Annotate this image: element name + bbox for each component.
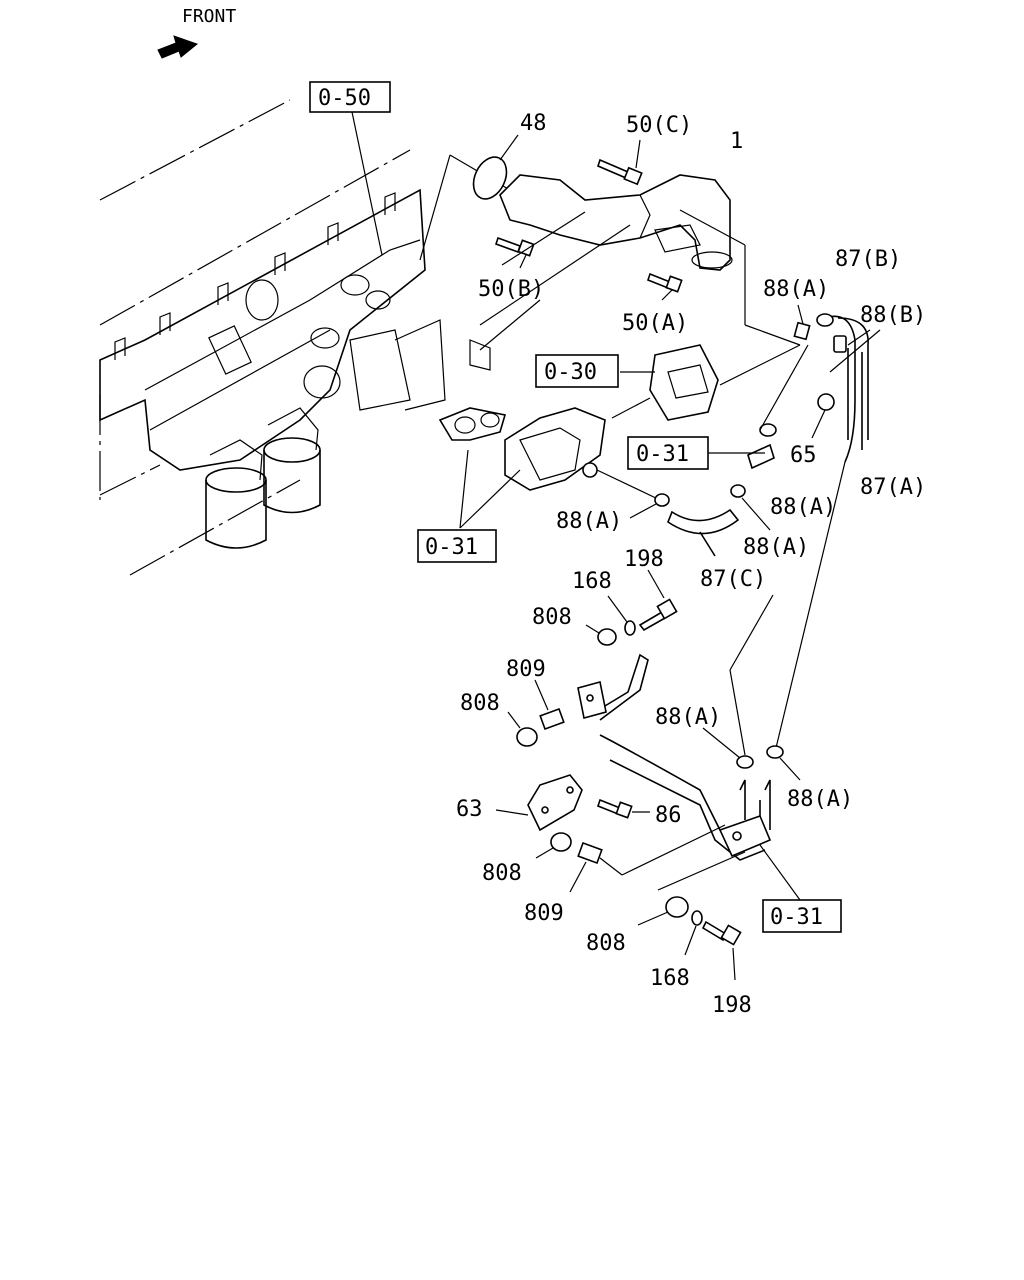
ref-box-030[interactable]: 0-30: [535, 354, 619, 388]
callout-1[interactable]: 1: [730, 129, 743, 154]
ref-box-031-left[interactable]: 0-31: [417, 529, 497, 563]
ref-box-050[interactable]: 0-50: [309, 81, 391, 113]
callout-88a-2[interactable]: 88(A): [770, 495, 836, 520]
bolt-86: [597, 798, 650, 819]
tube-assembly: [577, 653, 772, 861]
callout-808-2[interactable]: 808: [460, 691, 500, 716]
callout-50a[interactable]: 50(A): [622, 311, 688, 336]
part-1-pipe: [499, 174, 733, 271]
clamp-88a-1: [793, 304, 811, 341]
leaders-pipe: [469, 209, 801, 386]
ref-box-031-mid[interactable]: 0-31: [627, 436, 765, 470]
bolt-50b: [494, 236, 535, 269]
callout-168-top[interactable]: 168: [572, 569, 612, 594]
bolt-198-top: [638, 569, 678, 632]
callout-88a-3[interactable]: 88(A): [556, 509, 622, 534]
ref-030-label: 0-30: [544, 360, 597, 385]
front-label: FRONT: [182, 6, 236, 27]
bolt-198-bottom: [701, 920, 742, 981]
callout-87c[interactable]: 87(C): [700, 567, 766, 592]
callout-809-1[interactable]: 809: [506, 657, 546, 682]
callout-198-bottom[interactable]: 198: [712, 993, 752, 1018]
clamp-88a-4: [730, 484, 771, 531]
front-arrow-icon: [157, 35, 199, 59]
clamp-88a-6: [766, 745, 801, 781]
clamp-88b: [833, 329, 871, 353]
leaders-right: [729, 329, 881, 756]
callout-88a-1[interactable]: 88(A): [763, 277, 829, 302]
callout-87a[interactable]: 87(A): [860, 475, 926, 500]
callout-168-bottom[interactable]: 168: [650, 966, 690, 991]
callout-809-2[interactable]: 809: [524, 901, 564, 926]
bolt-50c: [597, 139, 643, 186]
part-87b-hose: [816, 313, 869, 463]
ref-box-031-bottom[interactable]: 0-31: [762, 899, 842, 933]
ref-031-bottom-label: 0-31: [770, 905, 823, 930]
callout-65[interactable]: 65: [790, 443, 817, 468]
part-87a-hose: [847, 348, 863, 450]
washer-168-top: [607, 595, 636, 636]
part-030-cover: [611, 344, 719, 421]
callout-87b[interactable]: 87(B): [835, 247, 901, 272]
washer-168-bottom: [684, 910, 703, 956]
clamp-88a-3: [629, 493, 670, 519]
part-65-nut: [811, 393, 835, 439]
engine-head: [99, 188, 446, 471]
oil-filter-right: [263, 407, 321, 514]
callout-50c[interactable]: 50(C): [626, 113, 692, 138]
bushing-808-2: [507, 711, 538, 747]
part-87c-hose: [667, 508, 740, 557]
engine-outline: [99, 99, 411, 576]
thermostat-housing: [438, 407, 661, 501]
ref-031-mid-label: 0-31: [636, 442, 689, 467]
bolt-50a: [647, 272, 683, 301]
callout-88a-6[interactable]: 88(A): [787, 787, 853, 812]
callout-808-4[interactable]: 808: [586, 931, 626, 956]
ref-050-label: 0-50: [318, 86, 371, 111]
oil-filter-left: [205, 439, 267, 549]
leaders-031-bottom: [759, 844, 801, 901]
callout-63[interactable]: 63: [456, 797, 483, 822]
bushing-808-4: [637, 851, 746, 926]
callout-50b[interactable]: 50(B): [478, 277, 544, 302]
sleeve-809-1: [534, 679, 565, 731]
bushing-808-1: [585, 624, 617, 646]
sleeve-809-2: [569, 824, 726, 893]
callout-48[interactable]: 48: [520, 111, 547, 136]
callout-88a-4[interactable]: 88(A): [743, 535, 809, 560]
callout-86[interactable]: 86: [655, 803, 682, 828]
part-48-gasket: [472, 134, 519, 200]
callout-808-1[interactable]: 808: [532, 605, 572, 630]
clamp-88a-5: [702, 727, 754, 769]
callout-88b[interactable]: 88(B): [860, 303, 926, 328]
leaders-031-left: [459, 449, 521, 529]
clamp-88a-2: [747, 423, 777, 470]
bracket-63: [495, 774, 583, 832]
callout-198-top[interactable]: 198: [624, 547, 664, 572]
callout-88a-5[interactable]: 88(A): [655, 705, 721, 730]
bushing-808-3: [535, 832, 572, 859]
ref-031-left-label: 0-31: [425, 535, 478, 560]
callout-808-3[interactable]: 808: [482, 861, 522, 886]
